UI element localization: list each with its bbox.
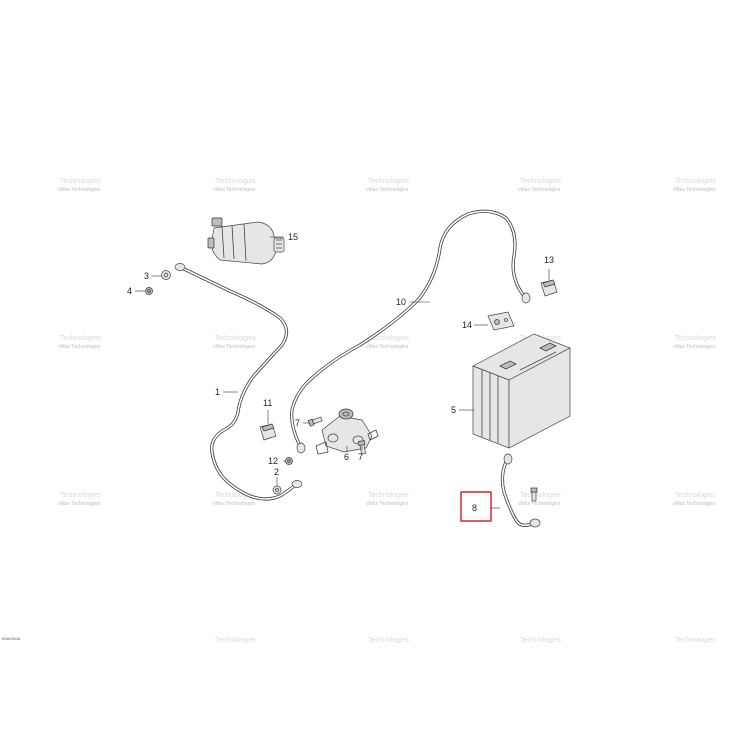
- watermark: Technologies vMax Technologies: [366, 335, 409, 350]
- svg-text:vMax Technologies: vMax Technologies: [518, 501, 561, 507]
- svg-text:vMax Technologies: vMax Technologies: [58, 344, 101, 350]
- callout-2[interactable]: 2: [274, 467, 279, 477]
- svg-text:Technologies: Technologies: [520, 492, 561, 499]
- svg-text:Technologies: Technologies: [520, 637, 561, 644]
- callout-5[interactable]: 5: [451, 405, 456, 415]
- ring-terminal-icon: [174, 263, 186, 271]
- svg-text:vMax Technologies: vMax Technologies: [673, 501, 716, 507]
- svg-text:Technologies: Technologies: [675, 492, 716, 499]
- svg-text:Technologies: Technologies: [215, 637, 256, 644]
- part-8-cable: [500, 453, 541, 528]
- drawing-code: 5060159A: [2, 636, 21, 641]
- callout-1[interactable]: 1: [215, 387, 220, 397]
- part-7-bolt-icon: [307, 416, 323, 427]
- svg-text:vMax Technologies: vMax Technologies: [213, 344, 256, 350]
- highlight-box: [460, 491, 492, 522]
- watermark: Technologies vMax Technologies: [213, 492, 256, 507]
- watermark: Technologies vMax Technologies: [213, 335, 256, 350]
- ring-terminal-icon: [291, 480, 303, 488]
- watermark: Technologies vMax Technologies: [518, 178, 561, 193]
- svg-text:Technologies: Technologies: [215, 335, 256, 342]
- watermark: Technologies: [520, 637, 561, 644]
- small-bolt-icon: [530, 487, 538, 502]
- ring-terminal-icon: [296, 442, 306, 454]
- callout-8-highlight[interactable]: 8: [460, 491, 492, 522]
- watermark: Technologies vMax Technologies: [366, 492, 409, 507]
- watermark: Technologies vMax Technologies: [58, 178, 101, 193]
- part-7-bolt-icon: [357, 440, 366, 455]
- part-1-cable: [174, 263, 303, 501]
- watermark: Technologies vMax Technologies: [58, 492, 101, 507]
- watermark: Technologies: [368, 637, 409, 644]
- callout-13[interactable]: 13: [544, 255, 554, 265]
- callout-3[interactable]: 3: [144, 271, 149, 281]
- svg-text:vMax Technologies: vMax Technologies: [673, 344, 716, 350]
- part-6-solenoid: [315, 408, 379, 455]
- svg-text:Technologies: Technologies: [215, 178, 256, 185]
- callout-labels: 15 3 4 13 10 14 1 5 11 7 6 7 12 2: [127, 232, 554, 477]
- svg-text:Technologies: Technologies: [675, 178, 716, 185]
- svg-text:Technologies: Technologies: [215, 492, 256, 499]
- svg-text:Technologies: Technologies: [675, 637, 716, 644]
- part-12-nut-icon: [285, 457, 293, 465]
- svg-text:Technologies: Technologies: [60, 492, 101, 499]
- part-2-washer-icon: [272, 485, 282, 495]
- part-5-battery: [472, 333, 571, 449]
- svg-text:Technologies: Technologies: [368, 492, 409, 499]
- part-4-nut-icon: [145, 287, 153, 295]
- callout-7[interactable]: 7: [358, 452, 363, 462]
- watermark: Technologies vMax Technologies: [673, 178, 716, 193]
- watermark: Technologies vMax Technologies: [518, 492, 561, 507]
- watermark: Technologies: [675, 637, 716, 644]
- svg-text:Technologies: Technologies: [60, 178, 101, 185]
- svg-text:vMax Technologies: vMax Technologies: [58, 501, 101, 507]
- part-15-starter-motor: [207, 217, 285, 265]
- callout-12[interactable]: 12: [268, 456, 278, 466]
- callout-15[interactable]: 15: [288, 232, 298, 242]
- callout-4[interactable]: 4: [127, 286, 132, 296]
- watermark: Technologies: [215, 637, 256, 644]
- watermark: Technologies vMax Technologies: [673, 335, 716, 350]
- ring-terminal-icon: [521, 292, 531, 304]
- svg-text:Technologies: Technologies: [368, 178, 409, 185]
- svg-text:vMax Technologies: vMax Technologies: [58, 187, 101, 193]
- svg-text:vMax Technologies: vMax Technologies: [673, 187, 716, 193]
- callout-11[interactable]: 11: [263, 398, 272, 408]
- svg-text:Technologies: Technologies: [368, 637, 409, 644]
- watermark: Technologies vMax Technologies: [366, 178, 409, 193]
- callout-7[interactable]: 7: [295, 418, 300, 428]
- part-10-cable: [290, 209, 531, 454]
- watermark: Technologies vMax Technologies: [213, 178, 256, 193]
- svg-text:vMax Technologies: vMax Technologies: [213, 187, 256, 193]
- callout-10[interactable]: 10: [396, 297, 406, 307]
- watermark-group: Technologies vMax Technologies Technolog…: [58, 178, 716, 644]
- svg-text:Technologies: Technologies: [520, 178, 561, 185]
- svg-text:vMax Technologies: vMax Technologies: [366, 501, 409, 507]
- svg-text:vMax Technologies: vMax Technologies: [518, 187, 561, 193]
- svg-text:vMax Technologies: vMax Technologies: [213, 501, 256, 507]
- watermark: Technologies vMax Technologies: [673, 492, 716, 507]
- callout-8[interactable]: 8: [472, 503, 477, 513]
- part-3-washer-icon: [161, 270, 171, 280]
- svg-text:Technologies: Technologies: [368, 335, 409, 342]
- callout-6[interactable]: 6: [344, 452, 349, 462]
- ring-terminal-icon: [503, 453, 513, 465]
- svg-text:Technologies: Technologies: [60, 335, 101, 342]
- part-14-bracket: [487, 311, 515, 331]
- svg-text:vMax Technologies: vMax Technologies: [366, 187, 409, 193]
- ring-terminal-icon: [529, 518, 541, 528]
- svg-text:Technologies: Technologies: [675, 335, 716, 342]
- svg-text:vMax Technologies: vMax Technologies: [366, 344, 409, 350]
- watermark: Technologies vMax Technologies: [58, 335, 101, 350]
- callout-14[interactable]: 14: [462, 320, 472, 330]
